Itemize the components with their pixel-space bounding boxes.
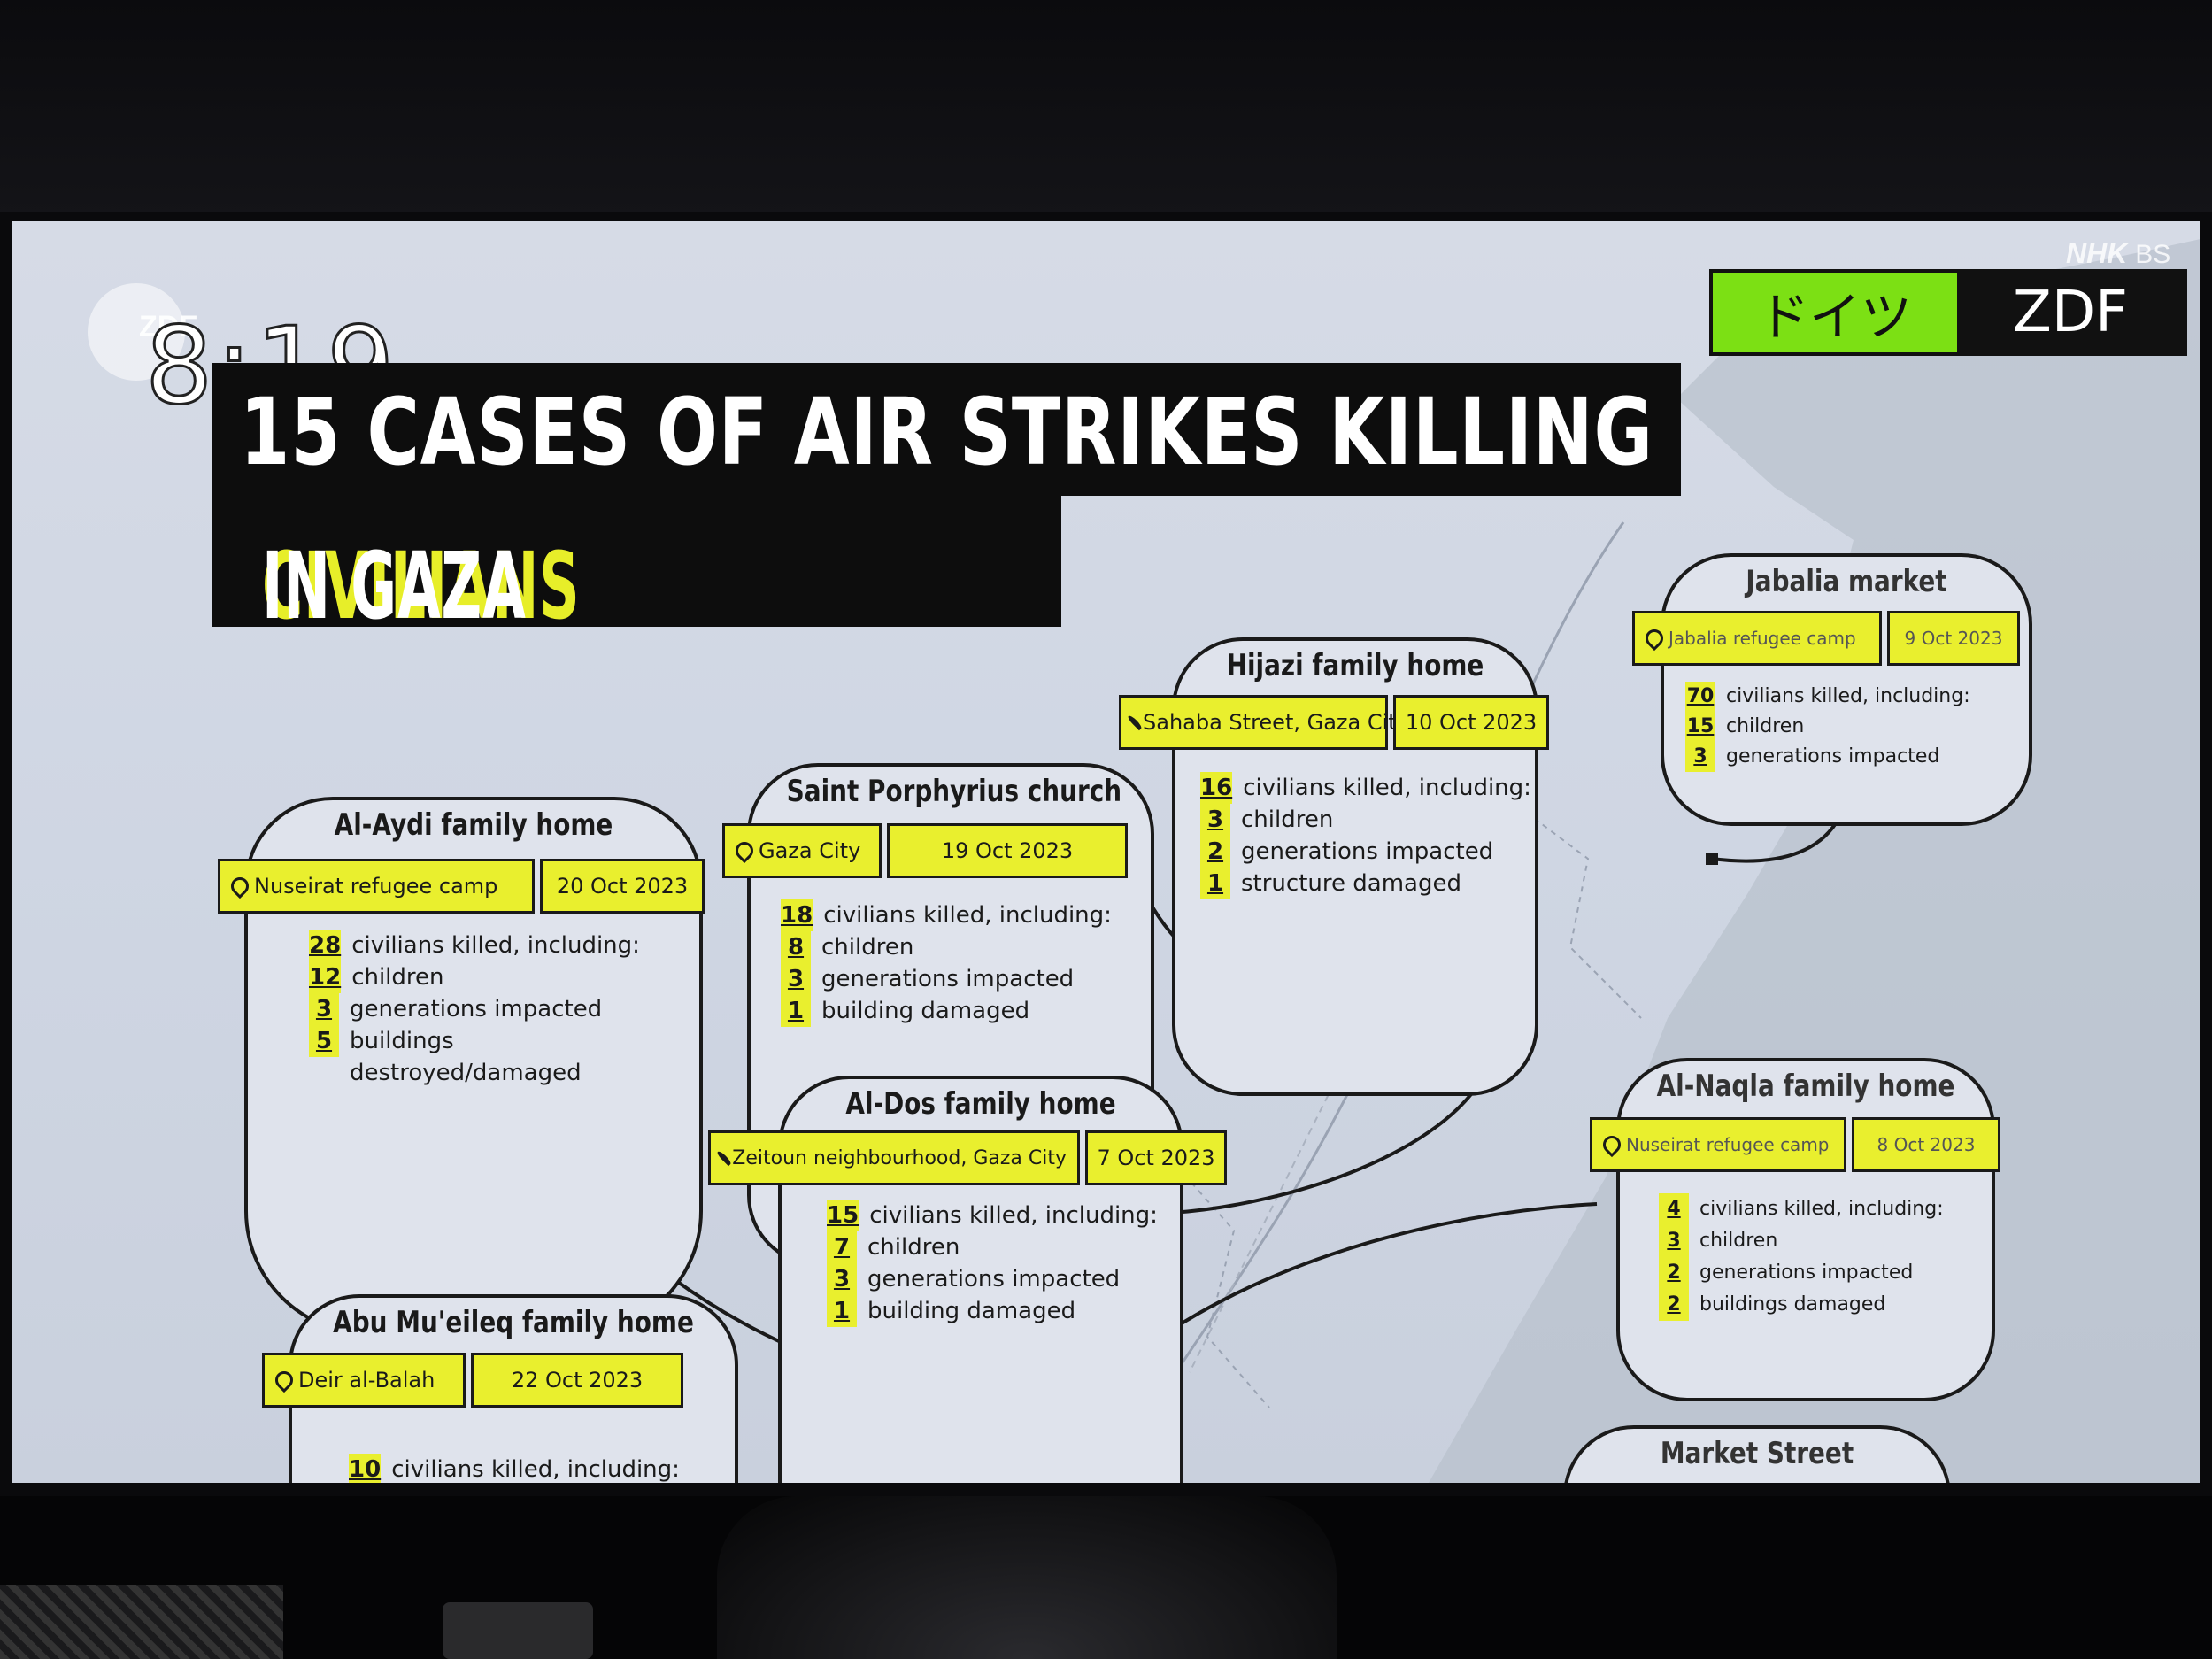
headline-highlight: CIVILIANS: [261, 532, 581, 640]
foreground-fabric: [0, 1585, 283, 1659]
headline-rest: IN GAZA: [261, 532, 527, 640]
case-tags: Zeitoun neighbourhood, Gaza City 7 Oct 2…: [708, 1130, 1227, 1185]
headline-line-1: 15 CASES OF AIR STRIKES KILLING: [212, 363, 1681, 496]
zdf-watermark-logo: ZDF: [88, 283, 197, 381]
location-pin-icon: [1599, 1131, 1625, 1158]
foreground-device: [443, 1602, 593, 1659]
case-tags: Nuseirat refugee camp 20 Oct 2023: [218, 859, 705, 914]
network-label: ZDF: [1957, 273, 2184, 352]
headline-line-2: CIVILIANS IN GAZA: [212, 487, 1061, 632]
location-pin-icon: [715, 1149, 733, 1167]
case-card: Market Street: [1563, 1425, 1951, 1483]
case-tags: Gaza City 19 Oct 2023: [722, 823, 1128, 878]
case-tags: Jabalia refugee camp 9 Oct 2023: [1632, 611, 2020, 666]
case-tags: Nuseirat refugee camp 8 Oct 2023: [1590, 1117, 2000, 1172]
source-tag: ドイツ ZDF: [1709, 269, 2187, 356]
nhk-bs-watermark: NHK BS: [2066, 237, 2171, 269]
location-pin-icon: [731, 837, 758, 864]
case-card: Jabalia market: [1661, 553, 2032, 826]
country-label: ドイツ: [1713, 273, 1957, 352]
room-background: [0, 0, 2212, 221]
foreground-object: [717, 1496, 1337, 1659]
location-pin-icon: [227, 873, 253, 899]
location-pin-icon: [1126, 714, 1144, 731]
case-tags: Sahaba Street, Gaza City 10 Oct 2023: [1119, 695, 1549, 750]
location-pin-icon: [271, 1367, 297, 1393]
location-pin-icon: [1641, 625, 1668, 652]
tv-screen: ZDF 8:19 NHK BS ドイツ ZDF 15 CASES OF AIR …: [12, 221, 2200, 1483]
case-tags: Deir al-Balah 22 Oct 2023: [262, 1353, 683, 1408]
